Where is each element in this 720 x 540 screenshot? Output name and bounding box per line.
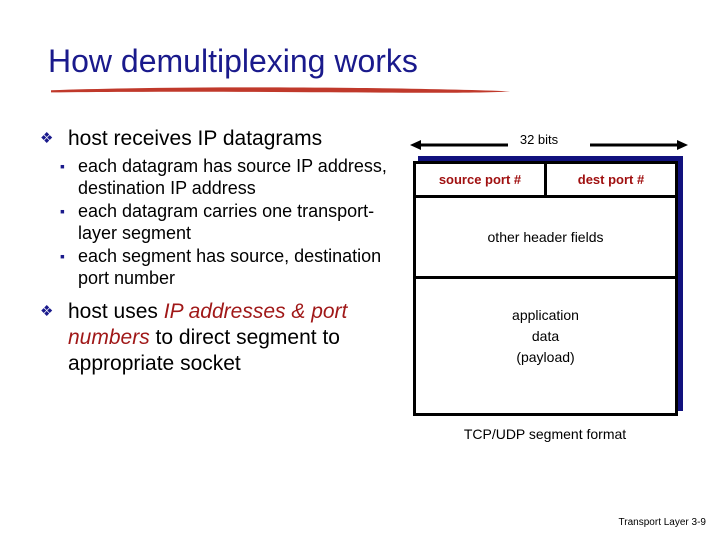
- sub-bullet-list: ▪ each datagram has source IP address, d…: [36, 155, 404, 289]
- sub-bullet-item-2: ▪ each datagram carries one transport-la…: [58, 200, 404, 244]
- segment-format-diagram: 32 bits source port # dest port # other …: [400, 128, 700, 442]
- bullet-list: ❖ host receives IP datagrams ▪ each data…: [36, 126, 404, 379]
- source-port-cell: source port #: [416, 164, 547, 195]
- segment-box: source port # dest port # other header f…: [413, 161, 678, 416]
- bullet-item-1-text: host receives IP datagrams: [68, 127, 323, 150]
- bullet-item-2-prefix: host uses: [68, 300, 164, 323]
- slide-footer: Transport Layer 3-9: [618, 517, 706, 528]
- square-bullet-icon: ▪: [60, 248, 65, 264]
- sub-bullet-item-1-text: each datagram has source IP address, des…: [78, 156, 387, 198]
- payload-line-2: data: [531, 328, 560, 344]
- sub-bullet-item-3-text: each segment has source, destination por…: [78, 246, 382, 288]
- title-block: How demultiplexing works: [48, 42, 668, 93]
- bullet-item-2: ❖ host uses IP addresses & port numbers …: [36, 299, 404, 377]
- page-title: How demultiplexing works: [48, 43, 418, 79]
- sub-bullet-item-3: ▪ each segment has source, destination p…: [58, 245, 404, 289]
- square-bullet-icon: ▪: [60, 203, 65, 219]
- diamond-bullet-icon: ❖: [40, 130, 54, 147]
- other-header-fields-cell: other header fields: [416, 198, 675, 279]
- port-row: source port # dest port #: [416, 164, 675, 198]
- bullet-item-1: ❖ host receives IP datagrams: [36, 126, 404, 152]
- diamond-bullet-icon: ❖: [40, 303, 54, 320]
- square-bullet-icon: ▪: [60, 158, 65, 174]
- diagram-caption: TCP/UDP segment format: [463, 426, 627, 442]
- width-label: 32 bits: [519, 132, 559, 147]
- title-underline-stroke: [51, 87, 510, 93]
- payload-cell: application data (payload): [416, 279, 675, 416]
- width-arrow-icon: [410, 140, 688, 150]
- dest-port-cell: dest port #: [577, 172, 645, 187]
- bullet-item-2-suffix: to direct segment to appropriate socket: [68, 326, 340, 375]
- sub-bullet-item-1: ▪ each datagram has source IP address, d…: [58, 155, 404, 199]
- bullet-item-2-emphasis: IP addresses & port numbers: [68, 300, 348, 349]
- payload-line-3: (payload): [516, 349, 575, 365]
- payload-line-1: application: [512, 307, 579, 323]
- sub-bullet-item-2-text: each datagram carries one transport-laye…: [78, 201, 375, 243]
